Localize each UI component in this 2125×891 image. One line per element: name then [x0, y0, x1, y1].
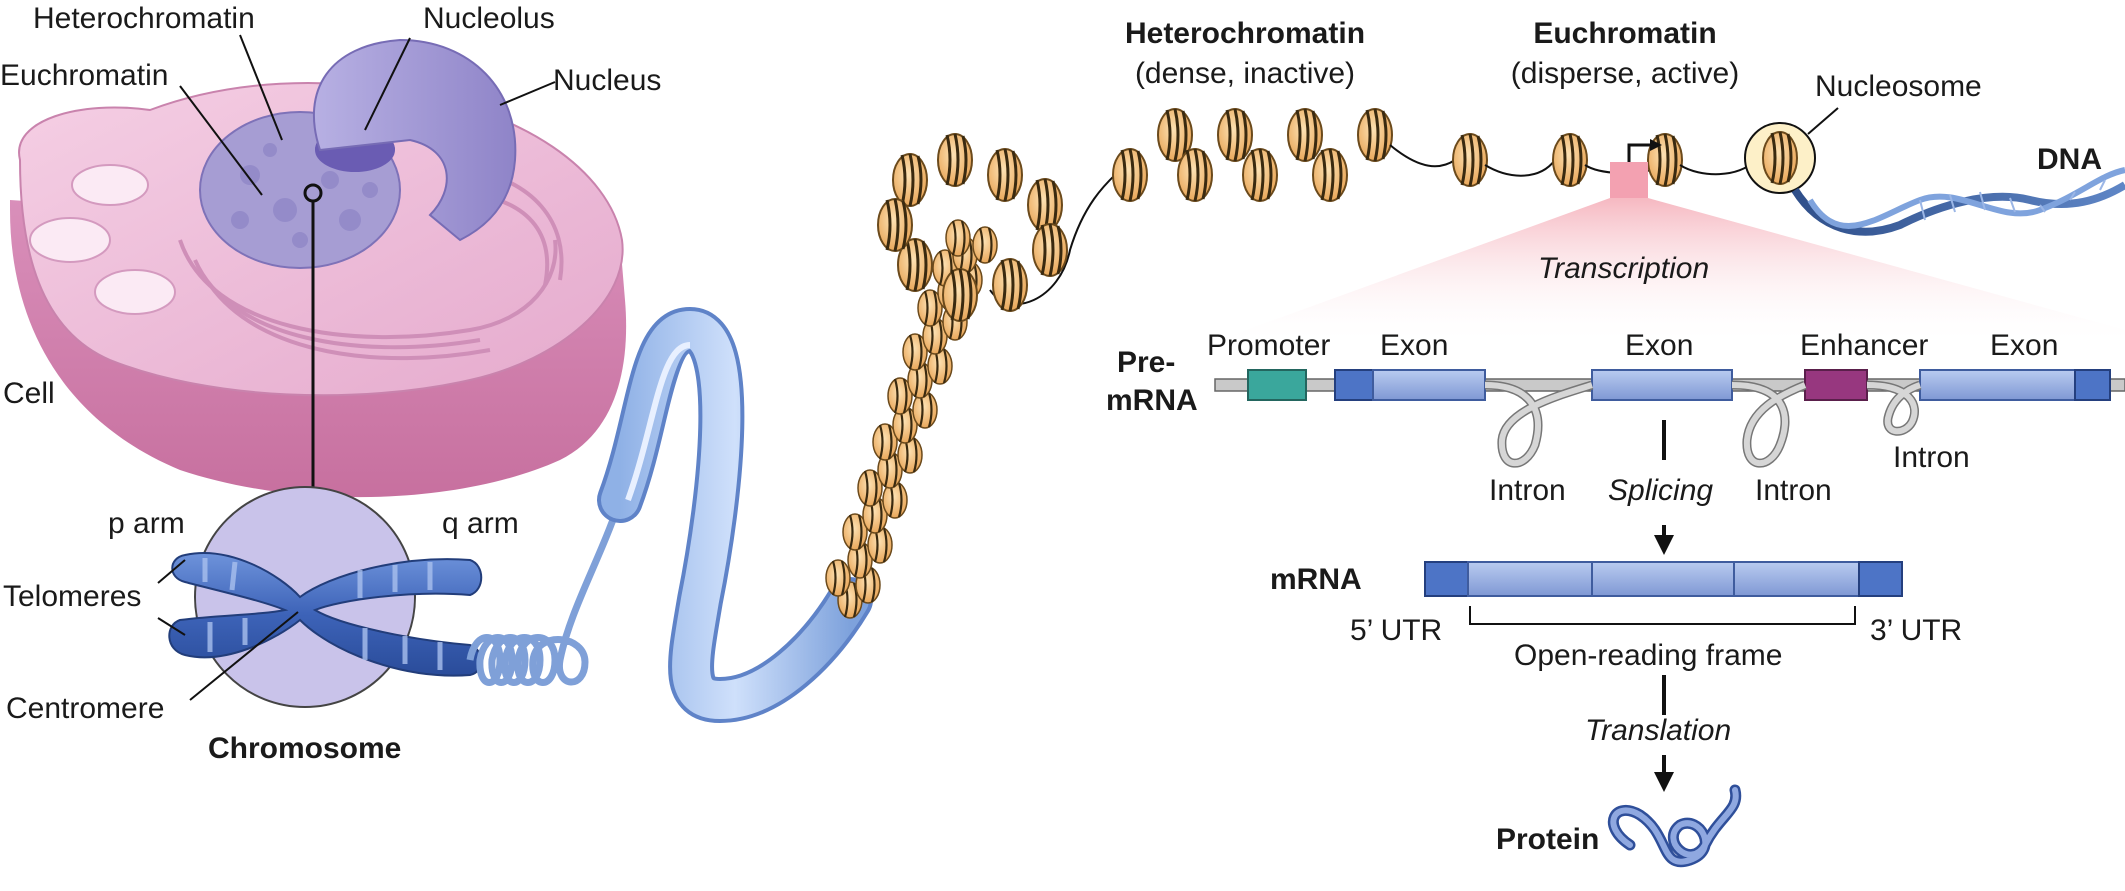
label-enhancer: Enhancer	[1800, 329, 1929, 362]
label-chromosome-title: Chromosome	[208, 732, 402, 765]
label-euchromatin-title: Euchromatin	[1533, 17, 1717, 50]
protein-squiggle	[1607, 784, 1742, 868]
label-nucleosome: Nucleosome	[1815, 70, 1982, 103]
mrna-strand	[1424, 561, 1903, 625]
label-promoter: Promoter	[1207, 329, 1331, 362]
label-telomeres: Telomeres	[3, 580, 142, 613]
dna-helix	[1791, 167, 2125, 236]
label-exon-2: Exon	[1625, 329, 1694, 362]
chromosome-leader-lines	[157, 559, 299, 701]
label-intron-2: Intron	[1755, 474, 1832, 507]
label-heterochromatin-sub: (dense, inactive)	[1134, 57, 1356, 90]
label-protein: Protein	[1496, 823, 1600, 856]
label-utr3: 3’ UTR	[1870, 614, 1963, 647]
label-euchromatin-sub: (disperse, active)	[1510, 57, 1740, 90]
label-nucleus: Nucleus	[553, 64, 662, 97]
chromatin-fiber	[597, 306, 873, 724]
label-exon-1: Exon	[1380, 329, 1449, 362]
pre-mrna-strand	[1214, 369, 2125, 468]
label-cell: Cell	[3, 377, 55, 410]
label-utr5: 5’ UTR	[1350, 614, 1443, 647]
label-centromere: Centromere	[6, 692, 165, 725]
label-heterochromatin-title: Heterochromatin	[1124, 17, 1366, 50]
transcription-wedge	[1205, 198, 2125, 345]
label-euchromatin-cell: Euchromatin	[0, 59, 169, 92]
cell-leader-lines	[179, 34, 556, 196]
label-p-arm: p arm	[108, 507, 185, 540]
label-pre-mrna-2: mRNA	[1106, 384, 1198, 417]
chromosome-illustration	[168, 486, 624, 708]
label-intron-1: Intron	[1489, 474, 1566, 507]
label-intron-3: Intron	[1893, 441, 1970, 474]
cell-illustration	[10, 38, 627, 498]
label-translation: Translation	[1585, 714, 1732, 747]
label-exon-3: Exon	[1990, 329, 2059, 362]
label-orf: Open-reading frame	[1514, 639, 1783, 672]
label-mrna: mRNA	[1270, 563, 1362, 596]
label-dna: DNA	[2037, 143, 2102, 176]
nucleosome-chain	[876, 107, 1839, 323]
label-nucleolus: Nucleolus	[423, 2, 555, 35]
label-pre-mrna-1: Pre-	[1117, 346, 1176, 379]
label-splicing: Splicing	[1608, 474, 1714, 507]
label-heterochromatin-cell: Heterochromatin	[33, 2, 255, 35]
label-transcription: Transcription	[1538, 252, 1710, 285]
label-q-arm: q arm	[442, 507, 519, 540]
